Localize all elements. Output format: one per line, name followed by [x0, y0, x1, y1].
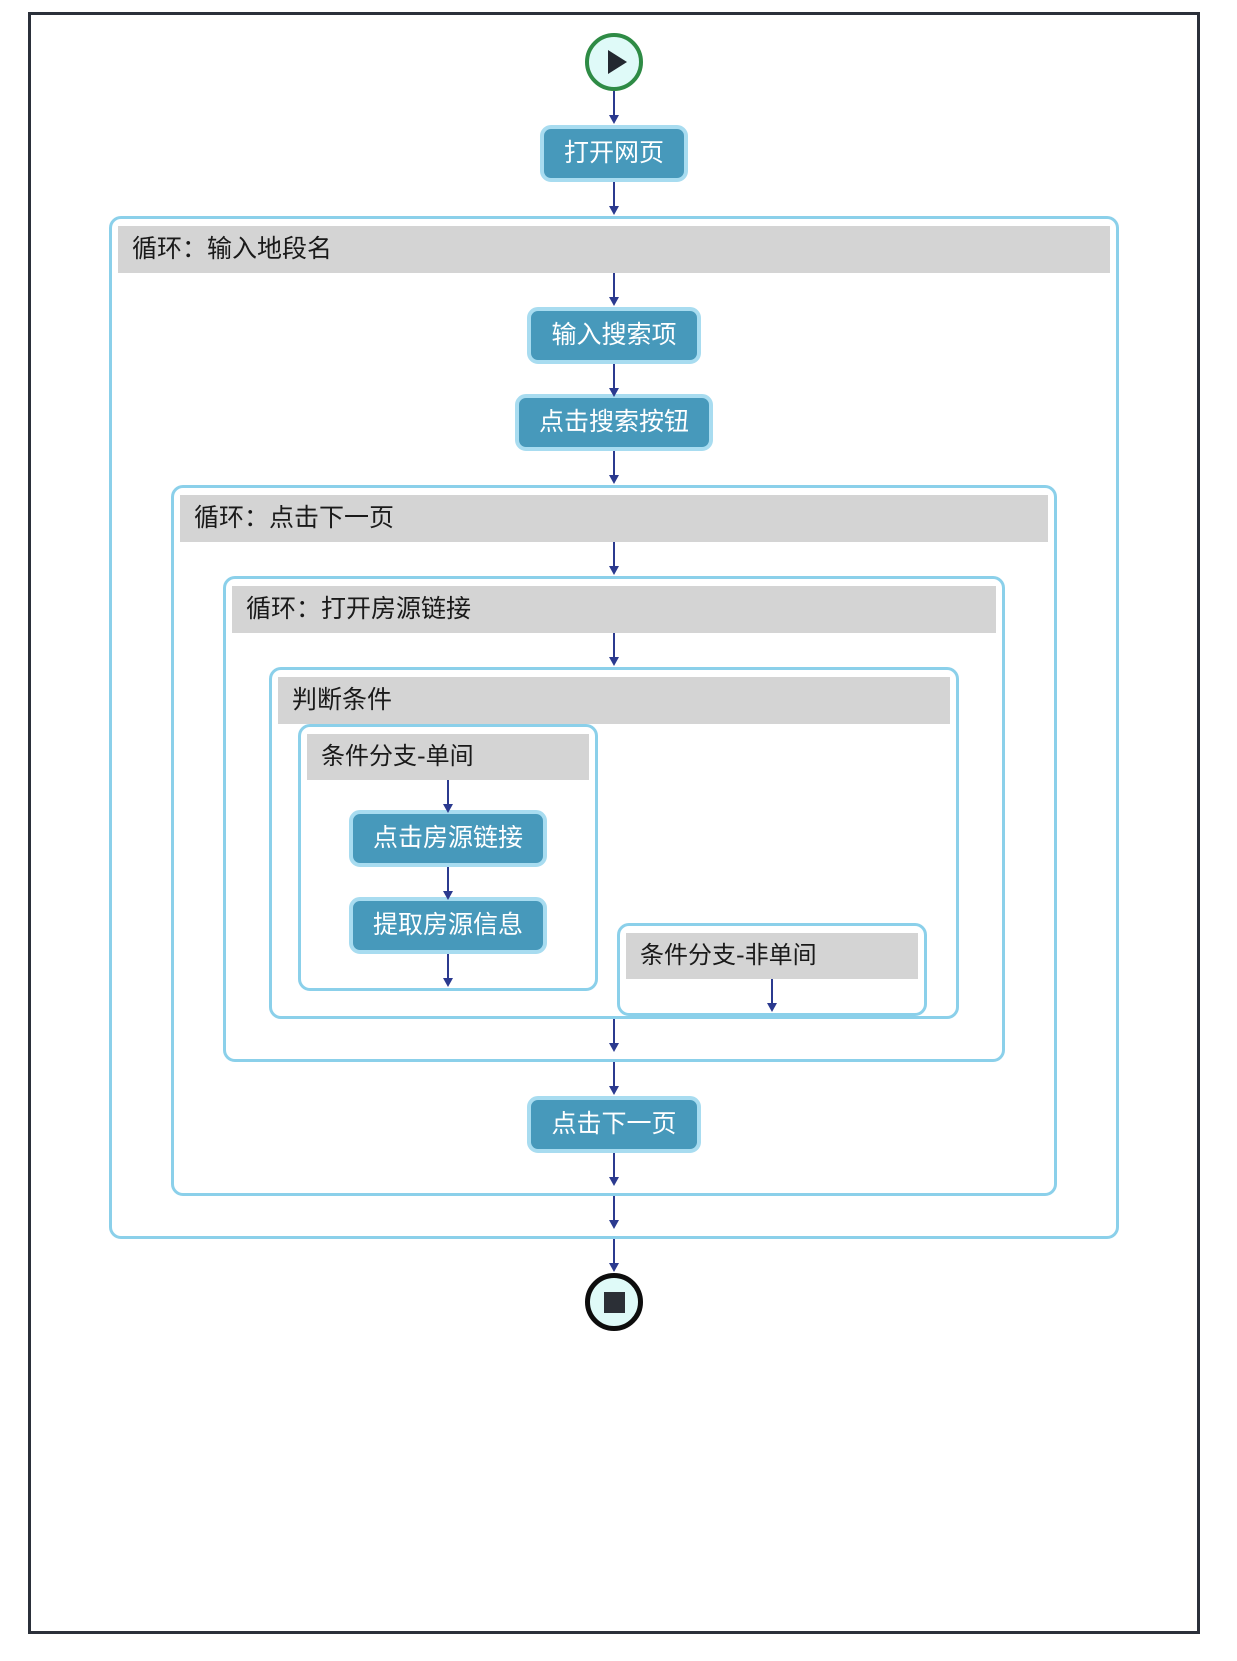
loop-body-input-district: 输入搜索项 点击搜索按钮 循环：点击下一页 循环：打开房源链接: [112, 273, 1116, 1236]
loop-container-click-next-page[interactable]: 循环：点击下一页 循环：打开房源链接 判断条件: [171, 485, 1057, 1196]
loop-body-click-next-page: 循环：打开房源链接 判断条件 条件分支-单间: [174, 542, 1054, 1193]
connector-arrow-icon: [607, 1019, 621, 1053]
diagram-canvas-frame: 打开网页 循环：输入地段名 输入搜索项 点击搜索按钮 循环：点击下一页: [28, 12, 1200, 1634]
branch-header-non-single-room: 条件分支-非单间: [626, 933, 918, 979]
task-click-listing-link[interactable]: 点击房源链接: [348, 810, 547, 867]
connector-arrow-icon: [607, 364, 621, 397]
condition-header: 判断条件: [278, 677, 950, 724]
connector-arrow-icon: [607, 1196, 621, 1230]
connector-arrow-icon: [765, 979, 779, 1012]
end-node[interactable]: [585, 1273, 643, 1331]
connector-arrow-icon: [441, 954, 455, 987]
task-input-search-term[interactable]: 输入搜索项: [527, 307, 701, 364]
loop-header-input-district: 循环：输入地段名: [118, 226, 1110, 273]
connector-arrow-icon: [607, 182, 621, 216]
flowchart-root: 打开网页 循环：输入地段名 输入搜索项 点击搜索按钮 循环：点击下一页: [31, 15, 1197, 1631]
condition-container[interactable]: 判断条件 条件分支-单间 点击房源链接: [269, 667, 959, 1019]
connector-arrow-icon: [607, 91, 621, 125]
loop-container-open-listing-link[interactable]: 循环：打开房源链接 判断条件 条件分支-单间: [223, 576, 1005, 1062]
task-click-search-button[interactable]: 点击搜索按钮: [514, 394, 713, 451]
loop-header-open-listing-link: 循环：打开房源链接: [232, 586, 996, 633]
play-icon: [607, 50, 627, 74]
connector-arrow-icon: [607, 273, 621, 307]
connector-arrow-icon: [441, 780, 455, 813]
connector-arrow-icon: [607, 451, 621, 485]
task-open-webpage[interactable]: 打开网页: [539, 125, 688, 182]
branch-body-non-single-room: [620, 979, 924, 1013]
loop-header-click-next-page: 循环：点击下一页: [180, 495, 1048, 542]
branch-container-non-single-room[interactable]: 条件分支-非单间: [617, 923, 927, 1016]
stop-icon: [603, 1291, 625, 1313]
connector-arrow-icon: [607, 1062, 621, 1096]
branch-body-single-room: 点击房源链接 提取房源信息: [301, 780, 595, 988]
task-extract-listing-info[interactable]: 提取房源信息: [348, 897, 547, 954]
connector-arrow-icon: [441, 867, 455, 900]
condition-branch-row: 条件分支-单间 点击房源链接 提取房源信息: [272, 724, 956, 1016]
loop-container-input-district[interactable]: 循环：输入地段名 输入搜索项 点击搜索按钮 循环：点击下一页 循环：打开房源链接: [109, 216, 1119, 1239]
connector-arrow-icon: [607, 1153, 621, 1187]
connector-arrow-icon: [607, 1239, 621, 1273]
branch-header-single-room: 条件分支-单间: [307, 734, 589, 780]
connector-arrow-icon: [607, 542, 621, 576]
connector-arrow-icon: [607, 633, 621, 667]
loop-body-open-listing-link: 判断条件 条件分支-单间 点击房源链接: [226, 633, 1002, 1059]
branch-container-single-room[interactable]: 条件分支-单间 点击房源链接 提取房源信息: [298, 724, 598, 991]
task-click-next-page[interactable]: 点击下一页: [527, 1096, 701, 1153]
start-node[interactable]: [585, 33, 643, 91]
